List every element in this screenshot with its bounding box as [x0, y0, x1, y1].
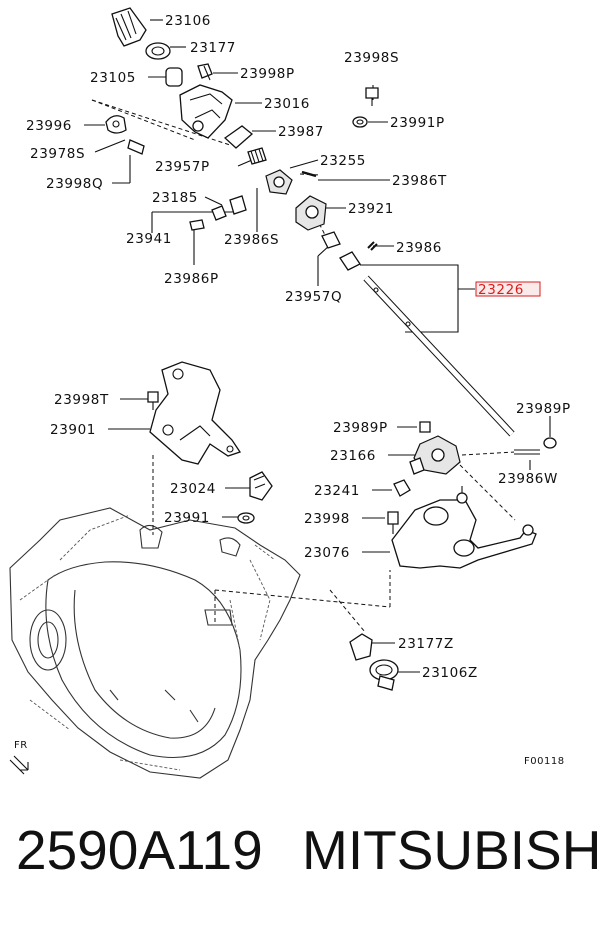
part-23177Z-seal: [349, 633, 373, 661]
part-23986-pin: [367, 241, 378, 251]
part-23241-clip: [393, 479, 411, 497]
figure-code: F00118: [524, 756, 565, 767]
label-23177Z: 23177Z: [398, 636, 454, 652]
label-23991P: 23991P: [390, 115, 445, 131]
label-23105: 23105: [90, 70, 136, 86]
part-23996-plate: [105, 115, 127, 134]
part-23986P-bolt: [189, 219, 205, 231]
label-23998: 23998: [304, 511, 350, 527]
part-23921-yoke: [295, 195, 327, 231]
part-23978S-spring: [127, 139, 145, 155]
label-23177: 23177: [190, 40, 236, 56]
label-23989P-left: 23989P: [333, 420, 388, 436]
footer: 2590A119 MITSUBISHI: [0, 818, 600, 918]
part-23106Z-gear: [369, 659, 399, 691]
label-23185: 23185: [152, 190, 198, 206]
part-number: 2590A119: [16, 819, 263, 881]
part-23024-sensor: [249, 471, 273, 501]
label-23986S: 23986S: [224, 232, 279, 248]
label-23987: 23987: [278, 124, 324, 140]
part-23016-housing: [179, 84, 233, 139]
label-23166: 23166: [330, 448, 376, 464]
label-23901: 23901: [50, 422, 96, 438]
part-23998S-bolt: [365, 87, 379, 106]
part-23177-seal: [145, 42, 171, 60]
part-23989P-right-nut: [543, 437, 557, 449]
label-23986: 23986: [396, 240, 442, 256]
highlighted-part-23226[interactable]: 23226: [475, 281, 541, 298]
part-23106-gear: [111, 7, 147, 47]
label-23991: 23991: [164, 510, 210, 526]
label-23986P: 23986P: [164, 271, 219, 287]
part-23901-bracket: [149, 361, 242, 465]
transmission-case: [9, 507, 301, 779]
part-23987-plate: [223, 125, 254, 149]
part-23998T-bolt: [147, 391, 159, 410]
label-23226: 23226: [478, 282, 524, 298]
label-23957Q: 23957Q: [285, 289, 342, 305]
label-23921: 23921: [348, 201, 394, 217]
part-23991-washer: [237, 512, 255, 524]
label-23106: 23106: [165, 13, 211, 29]
part-23957Q-spring: [321, 231, 341, 249]
part-23989P-left-nut: [419, 421, 431, 433]
part-23941-clip: [211, 205, 227, 221]
label-23076: 23076: [304, 545, 350, 561]
fr-label: FR: [14, 740, 28, 751]
label-23998Q: 23998Q: [46, 176, 103, 192]
part-23991P-washer: [352, 116, 368, 128]
part-23998-bolt: [387, 511, 399, 534]
part-23076-shift-assembly: [391, 486, 537, 569]
part-23998P-bolt: [197, 63, 213, 81]
label-23241: 23241: [314, 483, 360, 499]
parts-diagram: FR 23106 23177 23105 23998P 23016 23996 …: [9, 7, 571, 779]
leader-lines: [84, 19, 551, 673]
part-23226-shaft: [339, 251, 515, 437]
part-23185-block: [229, 195, 247, 215]
label-23998T: 23998T: [54, 392, 109, 408]
part-labels: 23106 23177 23105 23998P 23016 23996 239…: [26, 13, 571, 767]
label-23996: 23996: [26, 118, 72, 134]
label-23255: 23255: [320, 153, 366, 169]
label-23998S: 23998S: [344, 50, 399, 66]
label-23978S: 23978S: [30, 146, 85, 162]
part-23105-bushing: [165, 67, 183, 87]
part-23255-lever: [265, 169, 293, 195]
label-23986T: 23986T: [392, 173, 447, 189]
label-23106Z: 23106Z: [422, 665, 478, 681]
part-23957P-spring: [247, 147, 267, 165]
front-direction-indicator: FR: [9, 740, 29, 775]
label-23998P: 23998P: [240, 66, 295, 82]
part-23986T-pin: [301, 170, 317, 178]
label-23957P: 23957P: [155, 159, 210, 175]
label-23016: 23016: [264, 96, 310, 112]
label-23989P-right: 23989P: [516, 401, 571, 417]
brand-name: MITSUBISHI: [302, 819, 600, 881]
label-23941: 23941: [126, 231, 172, 247]
label-23024: 23024: [170, 481, 216, 497]
label-23986W: 23986W: [498, 471, 558, 487]
part-23166-lever: [409, 435, 461, 475]
